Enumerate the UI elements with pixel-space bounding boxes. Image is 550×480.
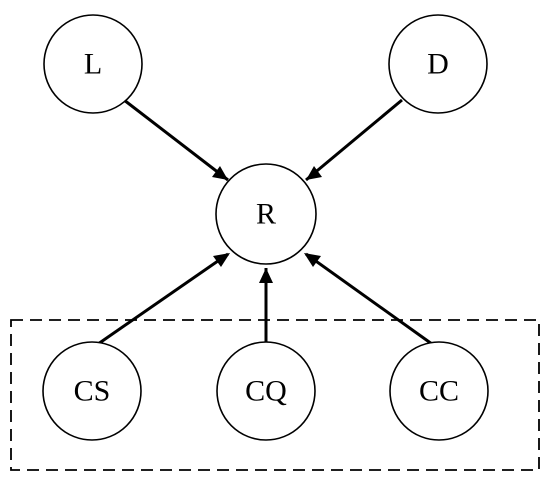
- node-r: R: [215, 163, 317, 265]
- node-cq-label: CQ: [245, 375, 287, 408]
- node-l-circle: [43, 14, 143, 114]
- node-cs-circle: [42, 341, 142, 441]
- edge-d-to-r: [305, 98, 403, 182]
- node-cc: CC: [389, 341, 489, 441]
- edge-l-to-r: [123, 98, 229, 182]
- node-cc-label: CC: [419, 375, 459, 408]
- node-cs: CS: [42, 341, 142, 441]
- node-cq: CQ: [216, 341, 316, 441]
- node-l-label: L: [84, 48, 102, 81]
- node-l: L: [43, 14, 143, 114]
- node-cs-label: CS: [74, 375, 111, 408]
- arrowhead-cq-to-r: [259, 268, 273, 283]
- edge-cs-to-r: [97, 252, 229, 346]
- arrowhead-d-to-r: [306, 166, 322, 180]
- group-box-dashed: [10, 319, 540, 471]
- node-r-circle: [215, 163, 317, 265]
- arrowhead-cc-to-r: [304, 253, 321, 267]
- arrowhead-l-to-r: [212, 166, 228, 180]
- node-cc-circle: [389, 341, 489, 441]
- arrowhead-cs-to-r: [213, 253, 230, 267]
- node-d: D: [388, 14, 488, 114]
- node-cq-circle: [216, 341, 316, 441]
- edge-cc-to-r: [305, 252, 433, 346]
- node-d-circle: [388, 14, 488, 114]
- node-d-label: D: [427, 48, 449, 81]
- node-r-label: R: [256, 198, 276, 231]
